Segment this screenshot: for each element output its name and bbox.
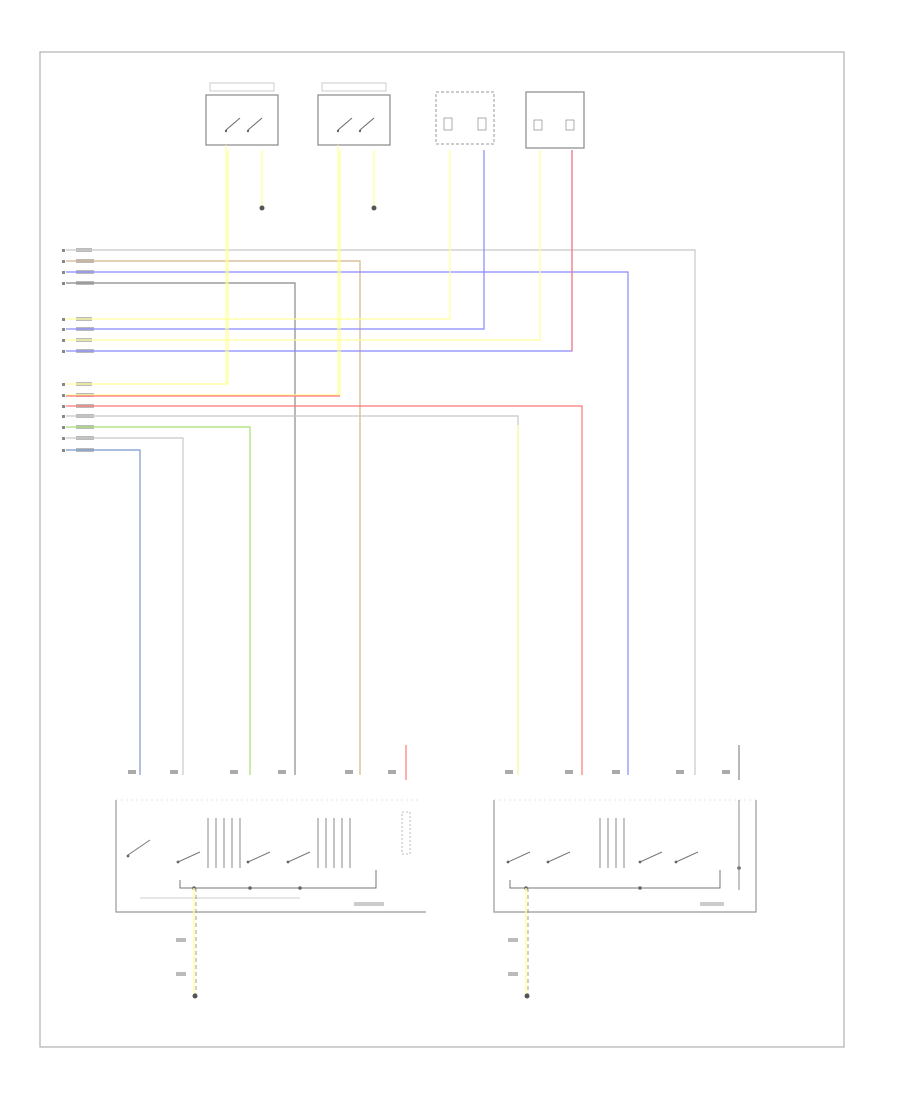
wire-gray-short <box>66 437 184 775</box>
pin-marks <box>128 770 730 774</box>
wire-blue-rl <box>66 150 485 330</box>
wire-code-labels <box>76 248 94 452</box>
wire-green <box>66 426 251 775</box>
passenger-control-module <box>493 799 757 913</box>
wire-tan-top <box>66 260 361 775</box>
wire-steelblue <box>66 449 141 775</box>
wire-yellow-rr <box>66 150 541 341</box>
left-rear-switch <box>205 82 279 146</box>
wire-gray-long <box>66 415 519 775</box>
wire-blue-top <box>66 271 629 775</box>
left-ground-symbol <box>259 150 265 211</box>
wire-yellow-rs <box>66 150 341 396</box>
wire-gray-top <box>66 249 696 775</box>
left-bottom-ground <box>176 888 198 999</box>
wire-yellow-rl <box>66 150 451 320</box>
right-rear-switch <box>317 82 391 146</box>
wire-darkgray-top <box>66 282 296 775</box>
connector-ticks <box>62 249 65 452</box>
wire-yellow-ls <box>66 150 229 385</box>
right-bottom-ground <box>508 888 530 999</box>
driver-control-module <box>115 799 426 913</box>
wire-red-long <box>66 405 583 775</box>
right-rear-actuator <box>525 91 585 149</box>
right-ground-symbol <box>371 150 377 211</box>
diagram-frame <box>39 51 845 1048</box>
left-rear-actuator <box>435 91 495 145</box>
